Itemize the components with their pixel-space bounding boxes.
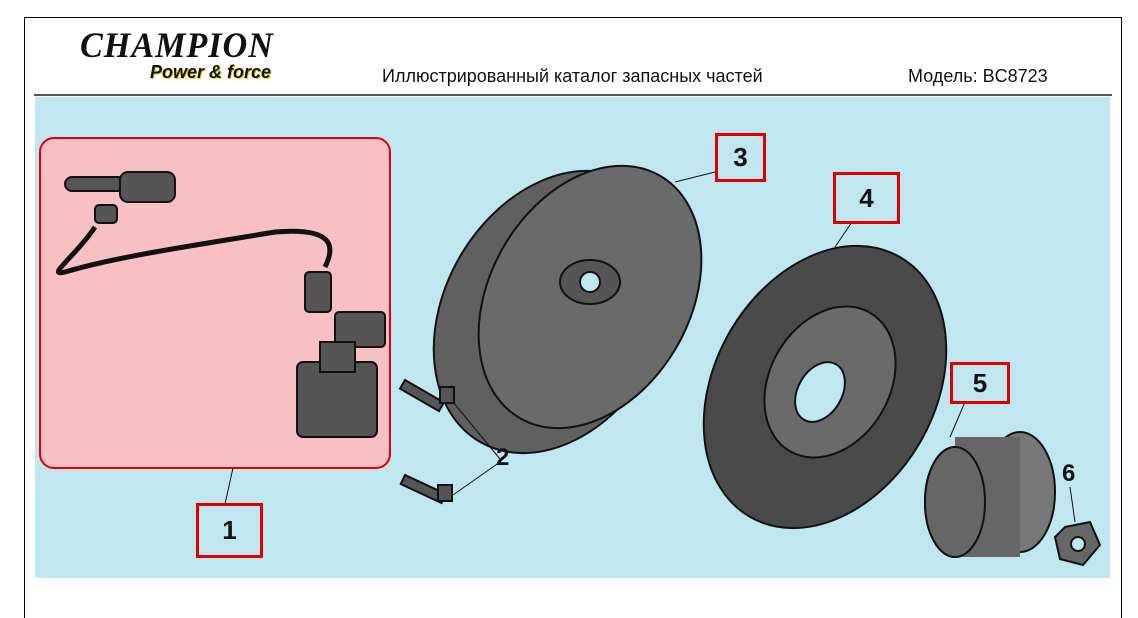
ignition-coil-part: [56, 171, 386, 438]
starter-cup-part: [924, 431, 1056, 558]
parts-diagram: [35, 97, 1110, 578]
logo-tagline: Power & force: [150, 62, 272, 82]
leader-lines: [224, 171, 1076, 523]
callout-1[interactable]: 1: [196, 503, 263, 558]
flywheel-part: [432, 164, 703, 455]
model-label: Модель: BC8723: [908, 66, 1048, 86]
nut-part: [1053, 520, 1102, 567]
callout-6[interactable]: 6: [1062, 460, 1076, 487]
champion-logo: CHAMPION Power & force: [80, 24, 284, 82]
callout-3[interactable]: 3: [715, 133, 766, 182]
bolts-part: [398, 378, 501, 505]
callout-4[interactable]: 4: [833, 172, 900, 224]
fan-part: [702, 244, 948, 530]
page-title: Иллюстрированный каталог запасных частей: [382, 66, 763, 86]
logo-brand: CHAMPION: [80, 25, 274, 65]
page-frame: [24, 17, 1122, 618]
callout-5[interactable]: 5: [950, 362, 1010, 404]
callout-2[interactable]: 2: [496, 444, 510, 471]
header-divider: [34, 94, 1112, 96]
